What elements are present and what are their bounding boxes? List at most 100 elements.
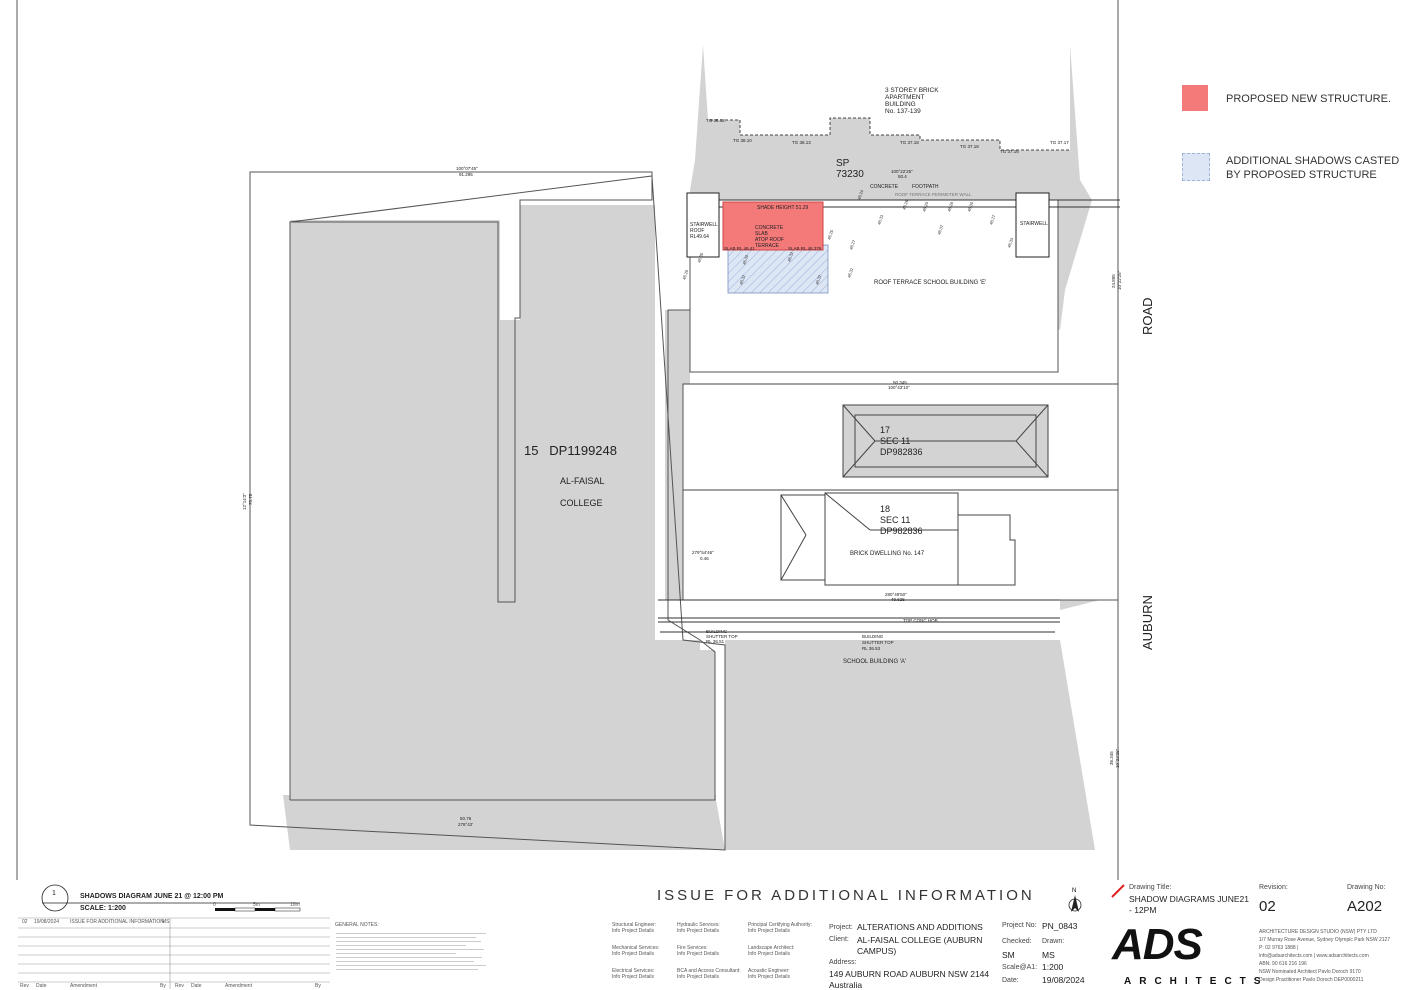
consultant-mechanical-value: Info Project Details (612, 951, 654, 957)
sp-number: 73230 (836, 169, 864, 180)
road-label-top: ROAD (1140, 297, 1155, 335)
tg-label-6: TG 37.16 (1000, 149, 1019, 154)
drawing-title-value-2: - 12PM (1129, 905, 1157, 915)
concrete-slab-4: TERRACE (755, 243, 780, 249)
consultant-bca-label: BCA and Access Consultant: (677, 968, 741, 974)
consultant-bca-value: Info Project Details (677, 974, 719, 980)
scale-tick-5: 5m (253, 902, 260, 908)
drawing-number-circle (41, 884, 69, 912)
project-no-value: PN_0843 (1042, 921, 1078, 931)
concrete-slab-1: CONCRETE (755, 225, 784, 231)
legend-swatch-proposed (1182, 85, 1208, 111)
consultant-structural-label: Structural Engineer: (612, 922, 657, 928)
amendment-header-date-2: Date (191, 983, 202, 989)
scale-tick-10: 10m (290, 902, 300, 908)
apartment-label-3: BUILDING (885, 101, 916, 108)
lot17-label-3: DP982836 (880, 447, 923, 457)
bearing-small2-2: 49.625 (891, 597, 905, 602)
amendment-header-amendment: Amendment (70, 983, 97, 989)
amendment-header-by: By (160, 983, 166, 989)
amendment-header-by-2: By (315, 983, 321, 989)
consultant-landscape-value: Info Project Details (748, 951, 790, 957)
consultant-electrical-value: Info Project Details (612, 974, 654, 980)
scale-tick-0: 0 (213, 902, 216, 908)
tg-label-4: TG 37.18 (900, 140, 919, 145)
amendment-header-date: Date (36, 983, 47, 989)
lot18-label-1: 18 (880, 504, 890, 514)
consultant-electrical-label: Electrical Services: (612, 968, 655, 974)
spot-level: 46.33 (876, 213, 884, 225)
slab-left-label: SLAB RL 46.41 (724, 246, 755, 251)
stairwell-left-3: RL49.64 (690, 234, 709, 240)
drawn-value: MS (1042, 950, 1055, 960)
brick-dwelling-label: BRICK DWELLING No. 147 (850, 551, 925, 557)
spot-level: 46.28 (901, 198, 909, 210)
address-label: Address: (829, 959, 857, 966)
scale-value: 1:200 (1042, 962, 1064, 972)
spot-level: 46.32 (786, 250, 794, 262)
bearing-top-1: 100°07'45" (456, 166, 478, 171)
spot-level: 46.20 (921, 200, 929, 212)
consultant-hydraulic-value: Info Project Details (677, 928, 719, 934)
bearing-small2-1: 280°49'50" (885, 592, 907, 597)
bearing-right2-2: 10°22'25" (1115, 748, 1120, 768)
sp-label: SP (836, 158, 850, 169)
spot-level: 46.37 (936, 223, 944, 235)
stairwell-right-box (1015, 192, 1050, 258)
general-notes-lines (336, 930, 486, 973)
project-no-label: Project No: (1002, 922, 1037, 929)
firm-line-7: Design Practitioner Pavlo Doroch DEP0000… (1259, 977, 1364, 983)
tg-label-5: TG 37.18 (960, 144, 979, 149)
amendment-header-rev: Rev (20, 983, 29, 989)
firm-line-5: ABN: 90 616 216 196 (1259, 961, 1307, 967)
client-label: Client: (829, 936, 849, 943)
shutter-left-2: SHUTTER TOP (706, 634, 738, 639)
spot-level: 46.33 (1006, 236, 1014, 248)
additional-shadow-area (727, 244, 829, 294)
tg-label-1: TG 38.12 (706, 118, 725, 123)
drawn-label: Drawn: (1042, 938, 1065, 945)
college-lower-outline (290, 309, 716, 801)
bearing-left-2: 75.78 (248, 493, 253, 505)
top-conc-hob-label: TOP CONC HOB (903, 618, 938, 623)
checked-value: SM (1002, 950, 1015, 960)
proposed-structure (722, 201, 824, 251)
apartment-label-1: 3 STOREY BRICK (885, 87, 939, 94)
lot18-label-3: DP982836 (880, 526, 923, 536)
issue-status: ISSUE FOR ADDITIONAL INFORMATION (657, 887, 1035, 904)
shutter-left-3: RL 36.51 (706, 639, 725, 644)
bearing-mid-2: 100°43'10" (888, 385, 910, 390)
consultant-acoustic-label: Acoustic Engineer: (748, 968, 790, 974)
client-value-2: CAMPUS) (857, 946, 897, 956)
legend-label-additional-shadow-1: ADDITIONAL SHADOWS CASTED (1226, 155, 1400, 167)
drawing-no-label: Drawing No: (1347, 884, 1386, 891)
revision-value: 02 (1259, 898, 1276, 915)
shade-height-label: SHADE HEIGHT 51.29 (757, 205, 809, 211)
consultant-hydraulic-label: Hydraulic Services: (677, 922, 720, 928)
school-a-label: SCHOOL BUILDING 'A' (843, 659, 906, 665)
footpath-label: FOOTPATH (912, 184, 939, 190)
firm-line-2: 1/7 Murray Rose Avenue, Sydney Olympic P… (1259, 937, 1391, 943)
address-value-2: Australia (829, 980, 863, 990)
consultant-fire-value: Info Project Details (677, 951, 719, 957)
drawing-title-label: Drawing Title: (1129, 884, 1172, 891)
apartment-outline (710, 117, 1070, 151)
consultant-structural-value: Info Project Details (612, 928, 654, 934)
bearing-bottom-1: 50.76 (460, 816, 472, 821)
spot-level: 46.25 (826, 228, 834, 240)
drawing-block-title: SHADOWS DIAGRAM JUNE 21 @ 12:00 PM (80, 893, 224, 900)
amendment-rev: 02 (22, 919, 28, 925)
bearing-right2-1: 36.345 (1109, 751, 1114, 765)
spot-level: 46.30 (966, 200, 974, 212)
lot17-roof (842, 404, 1049, 478)
legend-label-proposed: PROPOSED NEW STRUCTURE. (1226, 93, 1392, 105)
firm-line-6: NSW Nominated Architect Pavlo Doroch 917… (1259, 969, 1361, 975)
spot-level: 46.27 (848, 238, 856, 250)
stairwell-right-label: STAIRWELL (1020, 221, 1048, 227)
amendment-by: MS (162, 919, 170, 925)
stairwell-left-1: STAIRWELL (690, 222, 718, 228)
college-label-1: AL-FAISAL (560, 476, 605, 486)
lot18-dwelling (780, 492, 1016, 586)
bearing-right1-1: 24.895 (1111, 274, 1116, 288)
